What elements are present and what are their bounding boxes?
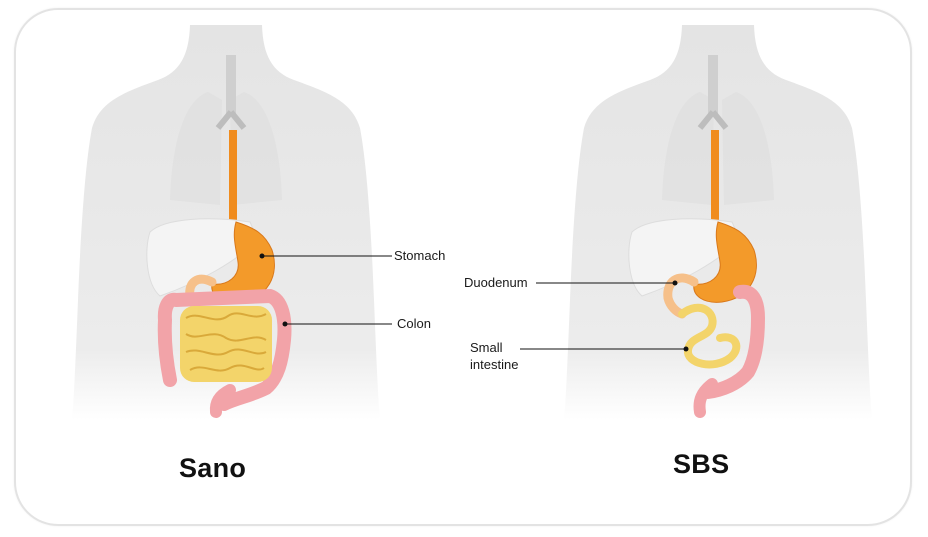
label-colon: Colon	[397, 316, 431, 331]
small-intestine-healthy	[180, 306, 272, 382]
esophagus-sbs	[711, 130, 719, 222]
torso-sbs	[564, 25, 872, 420]
esophagus-healthy	[229, 130, 237, 222]
label-stomach: Stomach	[394, 248, 445, 263]
caption-healthy: Sano	[179, 453, 246, 484]
label-small-intestine-line1: Small	[470, 340, 503, 355]
torso-healthy	[72, 25, 380, 420]
label-duodenum: Duodenum	[464, 275, 528, 290]
label-small-intestine-line2: intestine	[470, 357, 518, 372]
caption-sbs: SBS	[673, 449, 729, 480]
